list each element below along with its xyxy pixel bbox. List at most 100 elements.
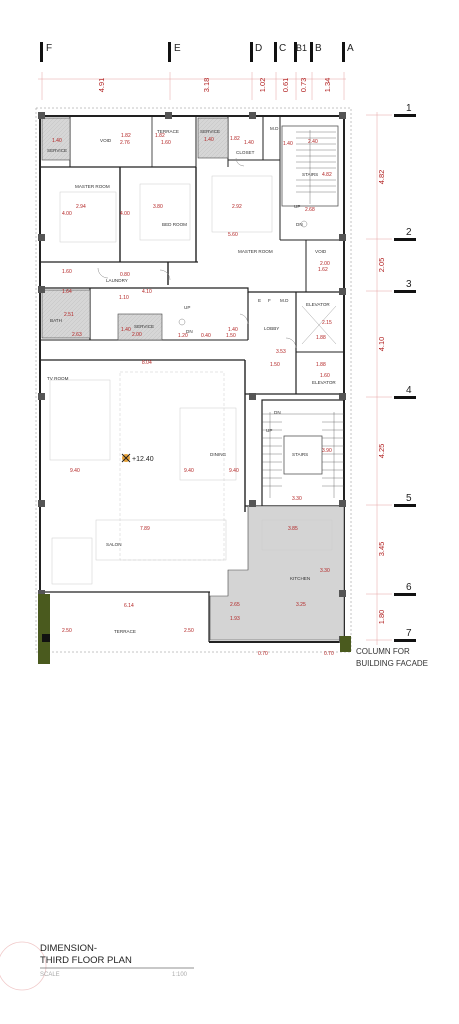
stairs-bottom xyxy=(262,412,344,498)
stairs-dn-1: DN xyxy=(296,222,303,227)
facade-note-line-1: COLUMN FOR xyxy=(356,647,410,656)
grid-marker-f xyxy=(40,42,43,62)
dim-10: 2.40 xyxy=(308,139,318,145)
dim-20: 1.62 xyxy=(318,267,328,273)
grid-marker-1 xyxy=(394,114,416,117)
dim-36: 1.88 xyxy=(316,335,326,341)
dim-3: 2.76 xyxy=(120,140,130,146)
side-dim-4: 4.25 xyxy=(377,444,386,459)
dim-41: 9.40 xyxy=(70,468,80,474)
scale-value: 1:100 xyxy=(172,972,188,978)
dim-28: 1.40 xyxy=(121,327,131,333)
dim-14: 4.00 xyxy=(120,211,130,217)
dim-15: 3.80 xyxy=(153,204,163,210)
top-dim-1: 4.91 xyxy=(97,78,106,93)
side-dim-2: 2.05 xyxy=(377,258,386,273)
room-void-1: VOID xyxy=(100,138,112,143)
stairs-top xyxy=(281,125,339,207)
room-master-1: MASTER ROOM xyxy=(75,184,110,189)
stair-direction-labels: UP DN UP DN UP DN xyxy=(184,204,303,433)
side-dim-5: 3.45 xyxy=(377,542,386,557)
facade-column-base xyxy=(42,634,50,642)
title-line-1: DIMENSION- xyxy=(40,943,97,954)
scale-label: SCALE xyxy=(40,972,60,978)
furniture-hints xyxy=(49,175,333,585)
grid-label-f: F xyxy=(46,43,52,54)
top-dimension-chain: 4.91 3.18 1.02 0.61 0.73 1.34 xyxy=(38,72,346,100)
dim-54: 2.50 xyxy=(184,628,194,634)
dim-49: 6.14 xyxy=(124,603,134,609)
grid-label-7: 7 xyxy=(406,628,412,639)
grid-marker-6 xyxy=(394,593,416,596)
grid-label-2: 2 xyxy=(406,227,412,238)
dim-22: 0.80 xyxy=(120,272,130,278)
dim-44: 3.30 xyxy=(292,496,302,502)
stairs-dn-2: DN xyxy=(186,329,193,334)
title-block: DIMENSION- THIRD FLOOR PLAN SCALE 1:100 xyxy=(0,941,194,991)
door-swings xyxy=(97,157,308,349)
dim-13: 4.00 xyxy=(62,211,72,217)
room-elevator-1: ELEVATOR xyxy=(306,302,330,307)
facade-column-left xyxy=(38,594,50,664)
grid-label-b1: B1 xyxy=(296,43,307,53)
dim-2: 1.82 xyxy=(121,133,131,139)
room-lobby: LOBBY xyxy=(264,326,279,331)
grid-marker-a xyxy=(342,42,345,62)
grid-marker-b1 xyxy=(294,42,297,62)
dim-47: 3.85 xyxy=(288,526,298,532)
grid-marker-5 xyxy=(394,504,416,507)
dim-17: 5.60 xyxy=(228,232,238,238)
dim-48: 3.30 xyxy=(320,568,330,574)
grid-marker-7 xyxy=(394,639,416,642)
dim-26: 2.51 xyxy=(64,312,74,318)
top-dim-5: 0.73 xyxy=(299,78,308,93)
grid-marker-c xyxy=(274,42,277,62)
stairs-up-2: UP xyxy=(184,305,190,310)
dim-5: 1.60 xyxy=(161,140,171,146)
elevation-marker: +12.40 xyxy=(121,453,154,463)
room-void-2: VOID xyxy=(315,249,327,254)
room-kitchen: KITCHEN xyxy=(290,576,310,581)
room-e-label: E xyxy=(258,298,261,303)
room-terrace-bottom: TERRACE xyxy=(114,629,136,634)
dim-38: 1.88 xyxy=(316,362,326,368)
dim-40: 8.04 xyxy=(142,360,152,366)
room-dining: DINING xyxy=(210,452,227,457)
room-bath: BATH xyxy=(50,318,62,323)
grid-label-4: 4 xyxy=(406,385,412,396)
dim-31: 0.40 xyxy=(201,333,211,339)
grid-marker-3 xyxy=(394,290,416,293)
room-bedroom: BED ROOM xyxy=(162,222,187,227)
grid-label-1: 1 xyxy=(406,103,412,114)
dim-6: 1.40 xyxy=(204,137,214,143)
room-md-2: M.D xyxy=(280,298,289,303)
grid-marker-4 xyxy=(394,396,416,399)
dim-4: 1.82 xyxy=(155,133,165,139)
room-laundry: LAUNDRY xyxy=(106,278,128,283)
room-service-1: SERVICE xyxy=(47,148,67,153)
dim-39: 1.60 xyxy=(320,373,330,379)
grid-label-3: 3 xyxy=(406,279,412,290)
dim-43: 9.40 xyxy=(229,468,239,474)
dim-23: 4.10 xyxy=(142,289,152,295)
inner-dimensions: 1.40 1.82 2.76 1.82 1.60 1.40 1.82 1.40 … xyxy=(52,133,334,657)
dim-25: 1.64 xyxy=(62,289,72,295)
grid-marker-2 xyxy=(394,238,416,241)
dim-46: 7.89 xyxy=(140,526,150,532)
grid-marker-b xyxy=(310,42,313,62)
dim-35: 3.53 xyxy=(276,349,286,355)
dim-9: 1.40 xyxy=(283,141,293,147)
room-master-2: MASTER ROOM xyxy=(238,249,273,254)
dim-7: 1.82 xyxy=(230,136,240,142)
shaded-areas xyxy=(41,117,345,641)
dim-33: 1.50 xyxy=(226,333,236,339)
dim-24: 1.10 xyxy=(119,295,129,301)
facade-note-line-2: BUILDING FACADE xyxy=(356,659,428,668)
dim-51: 1.93 xyxy=(230,616,240,622)
elevation-value: +12.40 xyxy=(132,456,154,463)
room-closet: CLOSET xyxy=(236,150,255,155)
room-md-1: M.D xyxy=(270,126,279,131)
room-tv: TV ROOM xyxy=(47,376,69,381)
dim-34: 2.15 xyxy=(322,320,332,326)
dim-11: 4.82 xyxy=(322,172,332,178)
